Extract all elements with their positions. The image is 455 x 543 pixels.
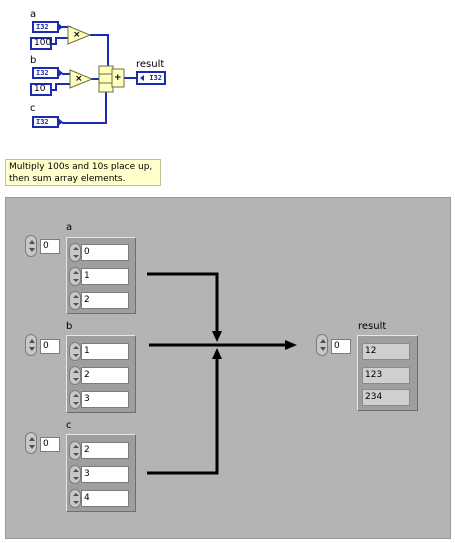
multiply-symbol-a: × xyxy=(73,30,81,40)
multiply-node-a xyxy=(67,25,92,45)
label-a: a xyxy=(30,9,37,20)
array-a-label: a xyxy=(66,222,73,233)
multiply-symbol-b: × xyxy=(75,74,83,84)
array-a-element-2[interactable]: 2 xyxy=(81,292,129,309)
result-element-0: 12 xyxy=(362,343,410,360)
label-b: b xyxy=(30,55,37,66)
label-result: result xyxy=(136,59,165,70)
array-b-element-2[interactable]: 3 xyxy=(81,391,129,408)
array-b-element-1[interactable]: 2 xyxy=(81,367,129,384)
array-c-element-1[interactable]: 3 xyxy=(81,466,129,483)
array-c-element-spinner[interactable] xyxy=(69,489,81,508)
result-label: result xyxy=(358,321,387,332)
array-b-element-spinner[interactable] xyxy=(69,366,81,385)
result-index[interactable]: 0 xyxy=(331,339,351,354)
array-b-element-spinner[interactable] xyxy=(69,342,81,361)
constant-b[interactable]: 10 xyxy=(30,83,52,96)
diagram-wires xyxy=(48,25,138,124)
multiply-node-b xyxy=(69,69,94,89)
array-c-index-spinner[interactable] xyxy=(25,432,37,454)
array-a-element-spinner[interactable] xyxy=(69,243,81,262)
array-b-index[interactable]: 0 xyxy=(40,339,60,354)
label-c: c xyxy=(30,103,36,114)
result-element-2: 234 xyxy=(362,389,410,406)
constant-a[interactable]: 100 xyxy=(30,37,52,50)
array-a-index-spinner[interactable] xyxy=(25,235,37,257)
array-c-element-0[interactable]: 2 xyxy=(81,442,129,459)
add-symbol: + xyxy=(114,73,122,83)
add-array-node xyxy=(111,68,125,88)
array-a-index[interactable]: 0 xyxy=(40,239,60,254)
array-c-element-2[interactable]: 4 xyxy=(81,490,129,507)
array-c-index[interactable]: 0 xyxy=(40,437,60,452)
indicator-result[interactable]: I32 xyxy=(136,71,166,85)
array-c-element-spinner[interactable] xyxy=(69,441,81,460)
note-line-2: then sum array elements. xyxy=(9,174,126,184)
array-b-frame: 1 2 3 xyxy=(66,335,136,413)
array-a-element-1[interactable]: 1 xyxy=(81,268,129,285)
array-c-frame: 2 3 4 xyxy=(66,434,136,512)
array-b-index-spinner[interactable] xyxy=(25,334,37,356)
array-a-element-spinner[interactable] xyxy=(69,267,81,286)
terminal-b[interactable]: I32 xyxy=(32,67,63,79)
terminal-a[interactable]: I32 xyxy=(32,21,63,33)
array-b-label: b xyxy=(66,321,73,332)
array-b-element-spinner[interactable] xyxy=(69,390,81,409)
array-c-label: c xyxy=(66,420,72,431)
array-c-element-spinner[interactable] xyxy=(69,465,81,484)
array-a-element-0[interactable]: 0 xyxy=(81,244,129,261)
result-index-spinner[interactable] xyxy=(316,334,328,356)
result-element-1: 123 xyxy=(362,367,410,384)
array-a-element-spinner[interactable] xyxy=(69,291,81,310)
terminal-c[interactable]: I32 xyxy=(32,116,63,128)
comment-note: Multiply 100s and 10s place up, then sum… xyxy=(5,159,161,186)
array-b-element-0[interactable]: 1 xyxy=(81,343,129,360)
note-line-1: Multiply 100s and 10s place up, xyxy=(9,162,153,172)
result-frame: 12 123 234 xyxy=(357,335,418,411)
array-a-frame: 0 1 2 xyxy=(66,237,136,314)
